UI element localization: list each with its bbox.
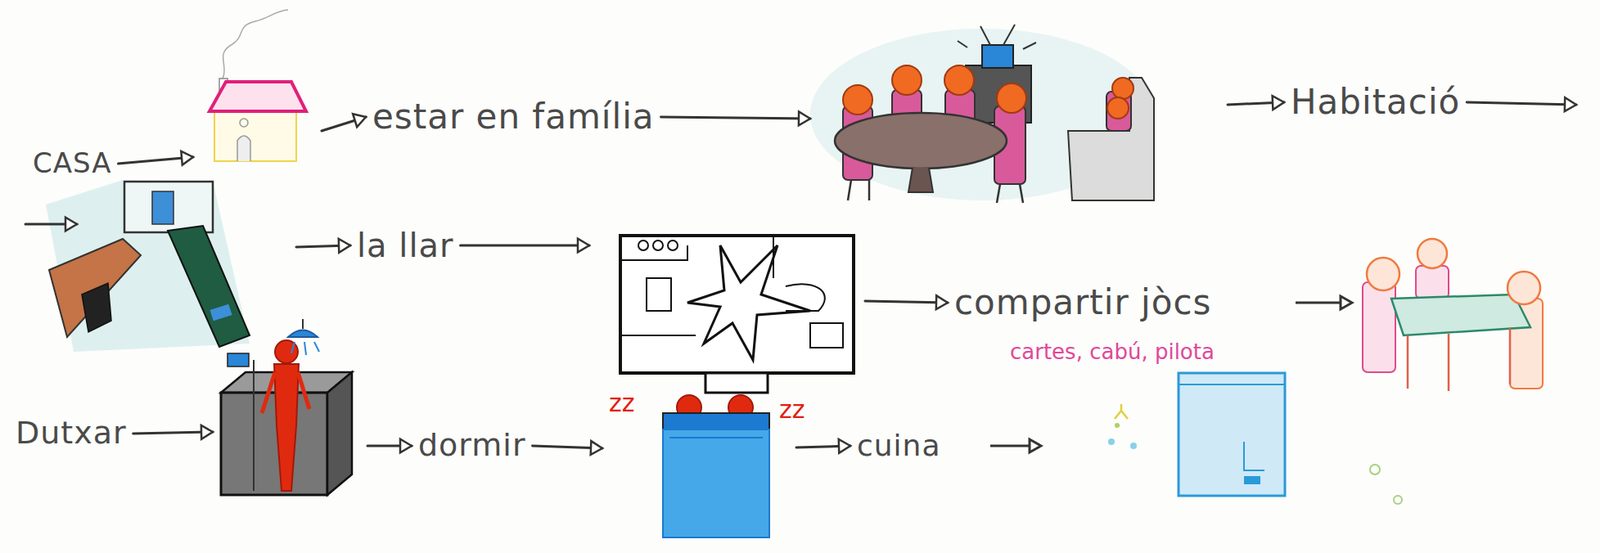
games-note: cartes, cabú, pilota	[1009, 340, 1215, 365]
floor-plan-drawing	[620, 235, 854, 393]
flow-step: Dutxar	[15, 416, 127, 451]
sleep-mark: zz	[608, 389, 636, 417]
flow-arrow	[661, 102, 1285, 119]
step-label: estar en família	[372, 98, 655, 136]
family-table-drawing	[810, 24, 1154, 203]
step-label: compartir jòcs	[954, 283, 1212, 322]
arrow-head	[400, 439, 412, 454]
step-label: la llar	[356, 227, 455, 264]
flow-step: compartir jòcs	[954, 283, 1212, 322]
arrow-head	[352, 113, 366, 127]
arrow-head	[338, 238, 351, 253]
step-label: dormir	[418, 428, 527, 464]
flow-step: estar en família	[372, 98, 655, 136]
arrow-head	[577, 238, 590, 253]
arrow-head	[1272, 95, 1285, 110]
arrow-head	[838, 439, 851, 454]
flow-step: cuina	[856, 429, 942, 463]
house-drawing	[209, 9, 307, 162]
arrow-head	[936, 295, 948, 310]
arrow-head	[798, 111, 811, 126]
flow-arrow	[25, 102, 1577, 248]
bedroom-drawing	[45, 180, 250, 352]
flow-step: Habitació	[1290, 83, 1461, 122]
arrow-head	[1564, 97, 1577, 112]
arrow-head	[201, 425, 213, 440]
arrow-head	[180, 151, 194, 166]
kitchen-drawing	[1108, 373, 1402, 505]
flow-step: dormir	[418, 428, 527, 464]
arrow-head	[590, 441, 603, 456]
arrow-head	[65, 217, 77, 232]
shower-drawing	[220, 319, 352, 496]
flow-arrow	[532, 446, 851, 449]
bed-drawing	[662, 395, 770, 538]
step-label: CASA	[32, 148, 112, 179]
step-label: cuina	[856, 429, 942, 463]
step-label: Habitació	[1290, 83, 1461, 122]
flow-step: la llar	[356, 227, 455, 264]
flow-step: CASA	[32, 148, 112, 179]
games-table-drawing	[1362, 238, 1543, 392]
flow-arrow	[133, 432, 412, 447]
sleep-mark: zz	[779, 396, 806, 424]
flow-arrow	[460, 245, 948, 303]
step-label: Dutxar	[15, 416, 127, 451]
flow-arrow	[117, 117, 366, 164]
